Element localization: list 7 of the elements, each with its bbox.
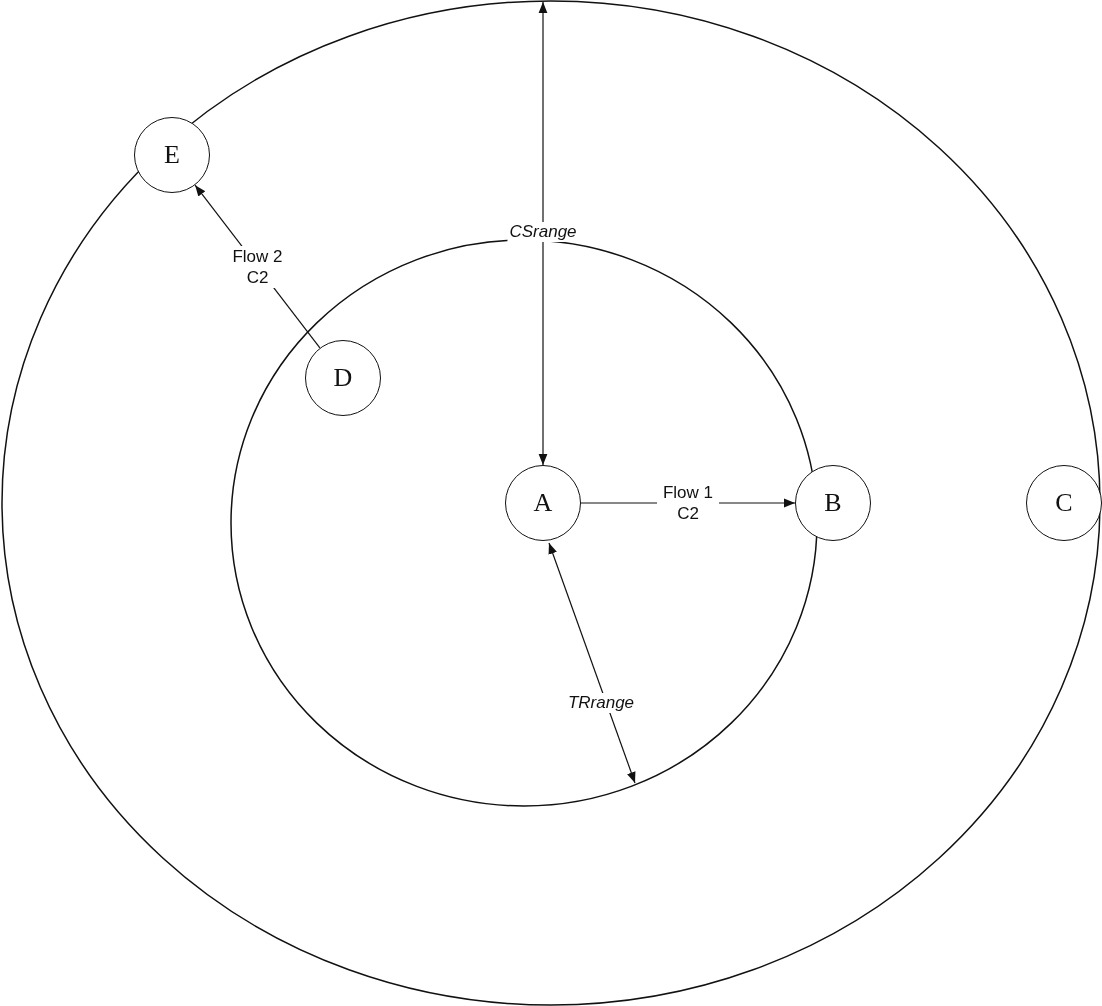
node-label: B — [824, 488, 842, 518]
node-label: C — [1055, 488, 1073, 518]
range-label: CSrange — [507, 222, 579, 242]
node-label: E — [164, 140, 180, 170]
node-circle — [134, 117, 210, 193]
node-label: A — [533, 488, 553, 518]
node-label: D — [333, 363, 353, 393]
